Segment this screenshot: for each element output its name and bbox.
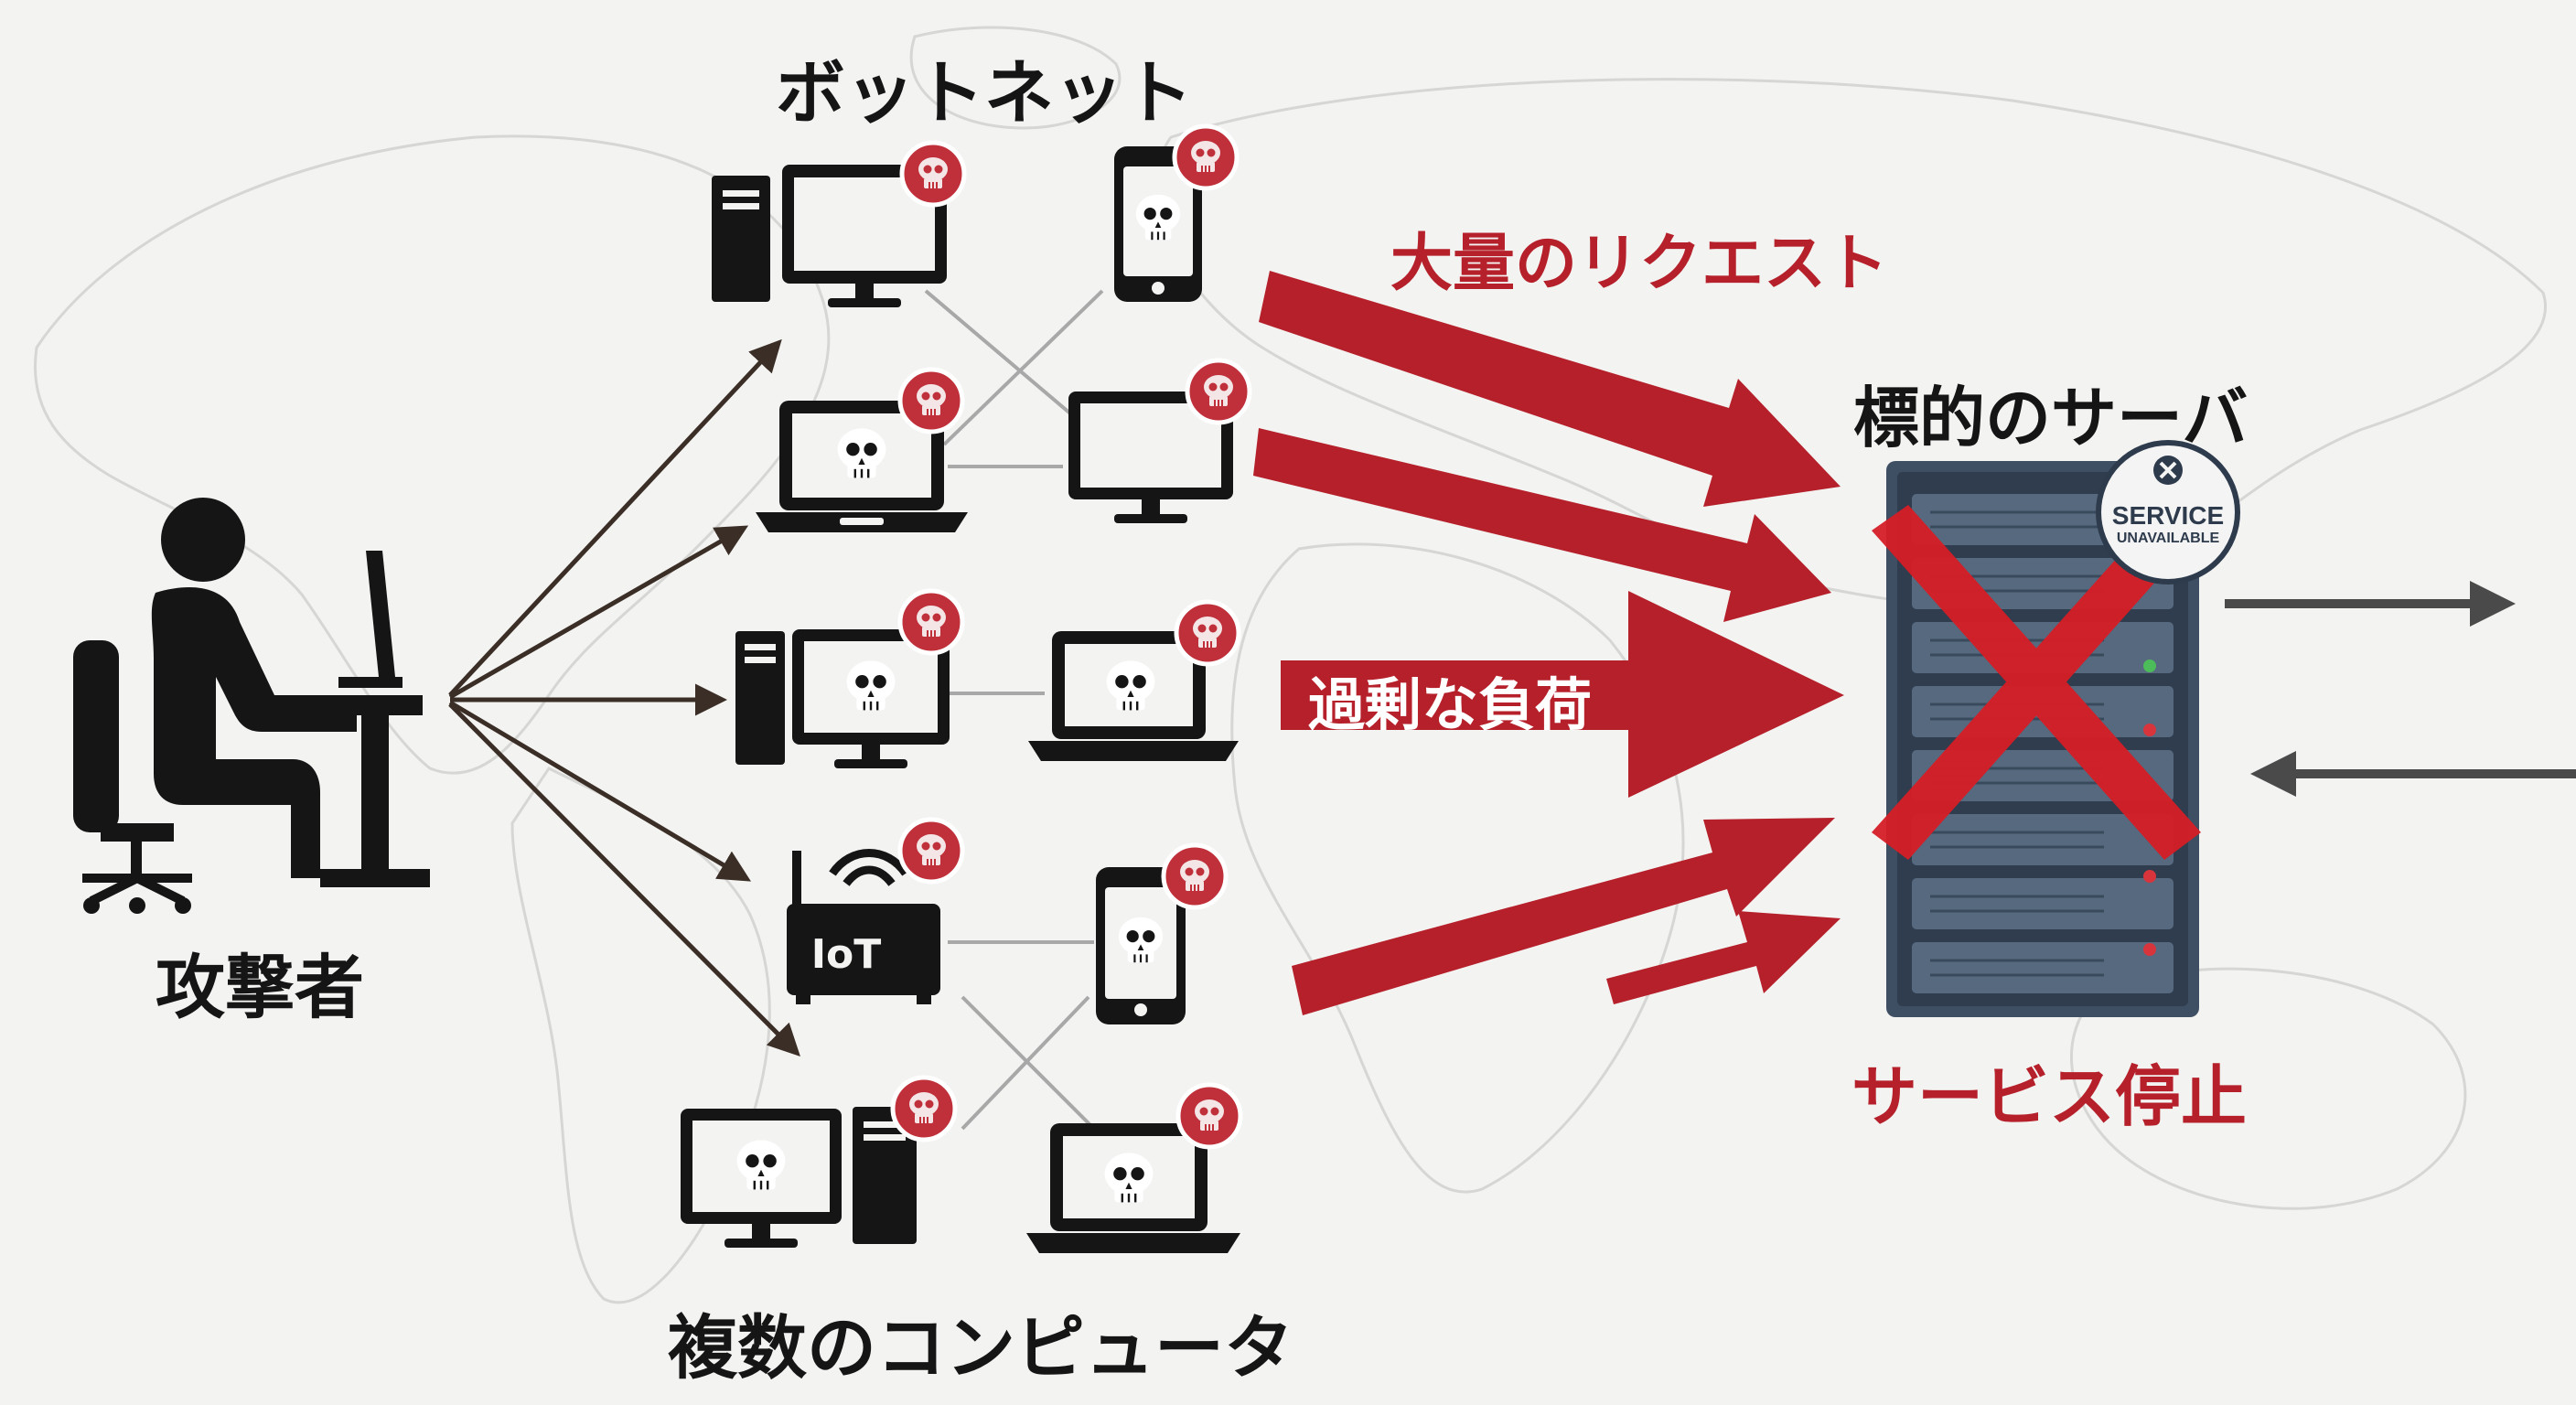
target-server-label: 標的のサーバ <box>1853 380 2249 456</box>
infected-skull-icon <box>900 591 962 653</box>
desktop-computer-1 <box>712 143 964 307</box>
status-led-green <box>2143 660 2156 672</box>
infected-skull-icon <box>1176 602 1239 664</box>
attack-arrow-2 <box>1253 428 1831 622</box>
iot-router: IoT <box>787 820 962 1004</box>
iot-label: IoT <box>811 931 882 978</box>
laptop-computer-2 <box>1028 602 1239 761</box>
laptop-computer-3 <box>1026 1085 1240 1253</box>
multiple-computers-label: 複数のコンピュータ <box>668 1307 1293 1389</box>
attacker-command-arrows <box>448 338 800 1056</box>
attack-traffic-arrows <box>1253 271 1844 1015</box>
infected-skull-icon <box>1164 845 1226 907</box>
attacker-label: 攻撃者 <box>156 947 364 1028</box>
infected-skull-icon <box>1178 1085 1240 1147</box>
status-led-red <box>2143 943 2156 956</box>
desktop-computer-2 <box>735 591 962 768</box>
desktop-computer-3 <box>681 1078 955 1248</box>
monitor-1 <box>1068 360 1250 523</box>
failure-x-mark <box>1872 505 2201 860</box>
target-server <box>1872 440 2240 1017</box>
badge-unavailable-text: UNAVAILABLE <box>2116 531 2220 546</box>
infected-skull-icon <box>893 1078 955 1140</box>
smartphone-2 <box>1096 845 1226 1024</box>
infected-skull-icon <box>900 370 962 432</box>
infected-skull-icon <box>902 143 964 205</box>
infected-skull-icon <box>1187 360 1250 423</box>
smartphone-1 <box>1114 126 1237 302</box>
infected-skull-icon <box>900 820 962 882</box>
attack-arrow-3 <box>1281 591 1844 798</box>
badge-service-text: SERVICE <box>2111 501 2225 530</box>
attack-arrow-1 <box>1259 271 1841 507</box>
service-unavailable-badge <box>2096 440 2240 585</box>
service-stop-label: サービス停止 <box>1852 1058 2248 1135</box>
attacker-figure <box>73 498 430 914</box>
laptop-computer-1 <box>756 370 968 532</box>
overload-label: 過剰な負荷 <box>1308 671 1593 738</box>
status-led-red <box>2143 870 2156 883</box>
botnet-label: ボットネット <box>776 52 1193 134</box>
attack-arrow-5 <box>1606 911 1841 1004</box>
response-arrows <box>2225 581 2576 797</box>
mass-requests-label: 大量のリクエスト <box>1390 228 1889 300</box>
status-led-red <box>2143 724 2156 736</box>
attack-arrow-4 <box>1292 818 1835 1015</box>
